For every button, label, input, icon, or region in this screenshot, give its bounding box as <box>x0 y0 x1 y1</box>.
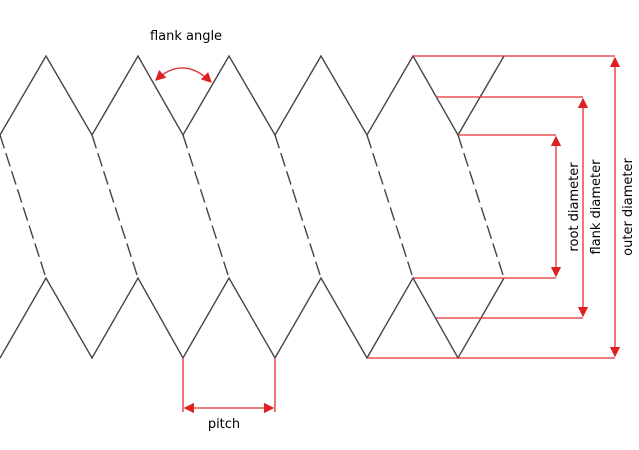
flank-diameter-dimension <box>436 96 589 319</box>
root-diameter-dimension <box>413 134 562 279</box>
root-diameter-label: root diameter <box>567 162 582 252</box>
thread-profile-top <box>0 54 505 137</box>
outer-diameter-dimension <box>367 55 621 359</box>
flank-angle-label: flank angle <box>150 29 222 44</box>
flank-angle-arrow <box>155 67 212 83</box>
flank-diameter-label: flank diameter <box>589 159 604 255</box>
thread-profile-bottom <box>0 276 505 360</box>
outer-diameter-label: outer diameter <box>621 157 636 255</box>
thread-hidden-lines <box>0 134 505 279</box>
pitch-dimension <box>182 358 276 414</box>
pitch-label: pitch <box>208 417 240 432</box>
